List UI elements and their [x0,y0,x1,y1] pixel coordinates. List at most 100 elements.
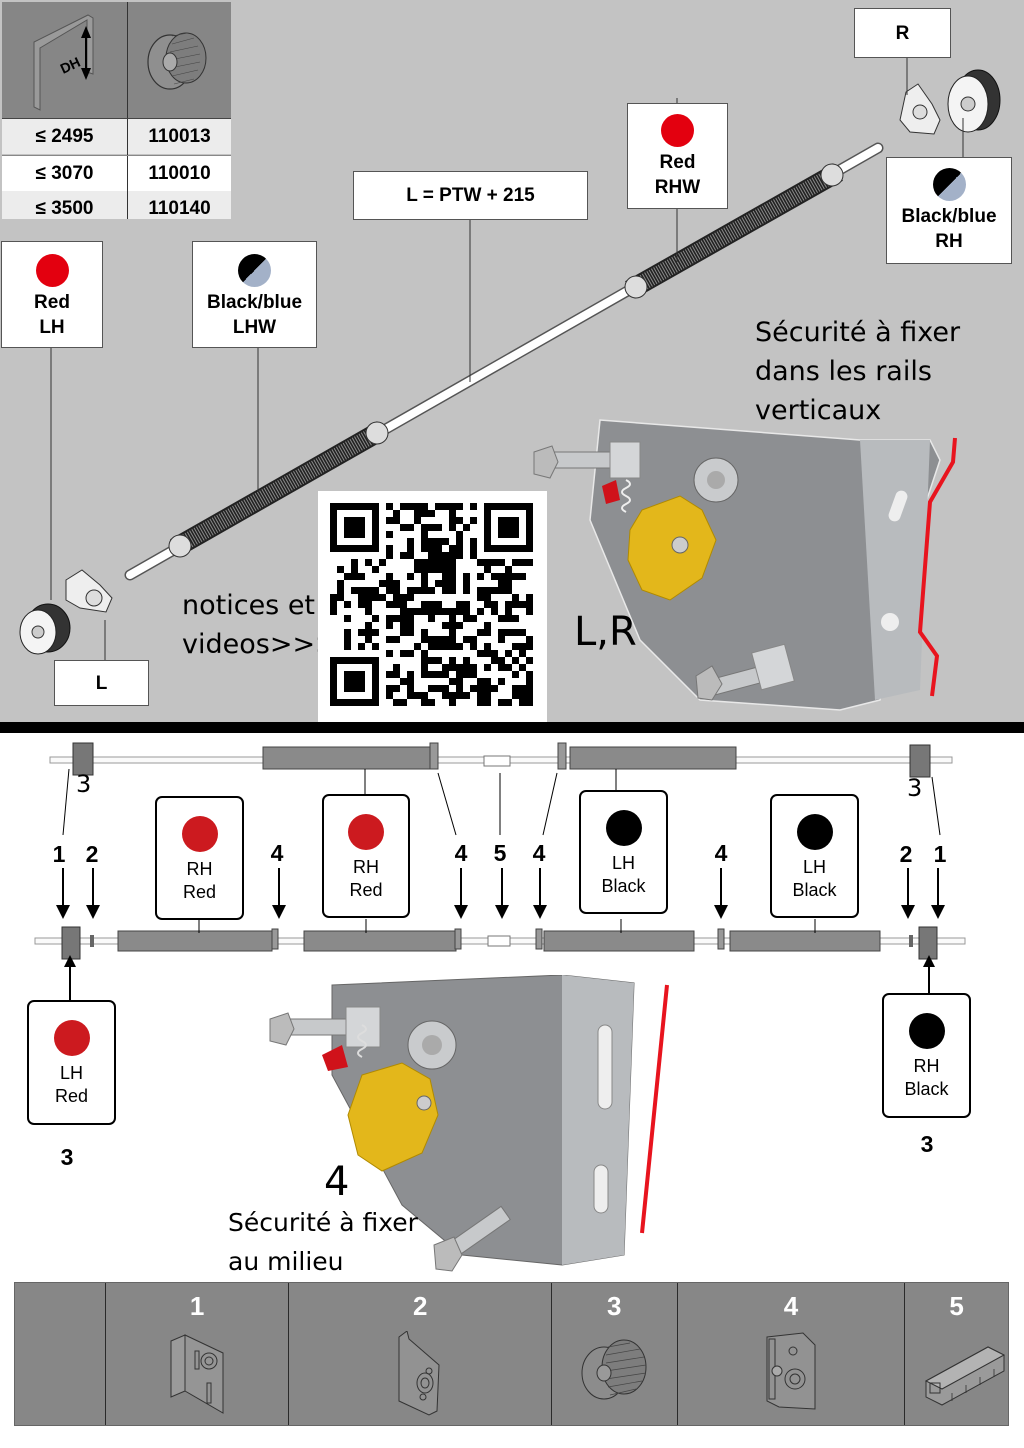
qr-module [351,545,358,552]
qr-module [365,587,372,594]
qr-module [519,685,526,692]
label-color: Red [659,152,696,173]
qr-module [526,699,533,706]
label-side: RHW [654,177,701,198]
qr-module [505,566,512,573]
qr-module [456,517,463,524]
qr-module [449,622,456,629]
callout-number: 4 [454,840,468,866]
qr-module [526,538,533,545]
label-red-rhw: Red RHW [627,103,728,209]
qr-module [351,566,358,573]
qr-module [428,601,435,608]
exploded-view-panel: DH ≤ 2495 110013 ≤ 3070 110010 [0,0,1024,722]
qr-module [407,678,414,685]
qr-module [456,692,463,699]
qr-module [435,671,442,678]
qr-module [470,636,477,643]
qr-module [498,531,505,538]
qr-module [512,517,519,524]
qr-module [477,559,484,566]
qr-module [484,503,491,510]
note-line: verticaux [755,395,882,426]
qr-module [393,699,400,706]
qr-module [407,692,414,699]
callout-number: 4 [270,840,284,866]
qr-module [512,601,519,608]
qr-module [449,552,456,559]
box-color: Red [54,1086,89,1106]
qr-module [365,608,372,615]
qr-module [512,503,519,510]
qr-module [435,559,442,566]
qr-module [484,699,491,706]
qr-module [477,699,484,706]
qr-module [358,629,365,636]
qr-module [491,608,498,615]
qr-module [337,594,344,601]
qr-module [428,636,435,643]
qr-module [407,552,414,559]
qr-module [505,664,512,671]
qr-module [337,545,344,552]
qr-module [463,601,470,608]
qr-module [463,524,470,531]
qr-module [498,699,505,706]
qr-module [421,699,428,706]
qr-module [435,685,442,692]
qr-module [449,503,456,510]
qr-module [365,636,372,643]
qr-module [498,573,505,580]
qr-module [372,657,379,664]
bolt [695,643,795,701]
qr-module [519,643,526,650]
qr-module [421,636,428,643]
qr-module [414,510,421,517]
center-bearing-plate-icon [398,1331,440,1416]
qr-module [519,573,526,580]
left-torsion-spring [168,421,389,558]
qr-module [449,573,456,580]
box-side: LH [59,1063,83,1083]
qr-module [372,692,379,699]
safety-note-middle: Sécurité à fixer au milieu [228,1203,418,1281]
qr-module [400,615,407,622]
label-blackblue-rh: Black/blue RH [886,157,1012,264]
qr-module [470,685,477,692]
end-bearing-bracket-icon [170,1334,224,1414]
red-marker-icon [661,114,694,147]
callout-arrows [56,868,945,919]
qr-module [519,650,526,657]
qr-module [442,503,449,510]
qr-module [456,538,463,545]
qr-module [400,650,407,657]
qr-module [421,538,428,545]
qr-module [393,636,400,643]
qr-module [463,664,470,671]
qr-module [365,657,372,664]
qr-module [456,552,463,559]
qr-module [330,657,337,664]
qr-module [393,510,400,517]
upper-shaft-row [49,742,953,778]
qr-module [498,629,505,636]
lower-spring-4 [729,930,881,952]
qr-module [428,510,435,517]
qr-module [449,587,456,594]
qr-module [526,657,533,664]
qr-module [344,629,351,636]
note-line: dans les rails [755,356,932,387]
qr-module [386,545,393,552]
qr-module [344,699,351,706]
drum-header-cell [128,2,231,118]
dh-row: ≤ 2495 110013 [2,118,231,155]
qr-module [505,580,512,587]
bolt [533,441,641,479]
label-color: Red [34,292,70,313]
qr-module [421,510,428,517]
section-divider [0,722,1024,733]
qr-code[interactable] [318,491,547,722]
qr-module [372,678,379,685]
qr-module [512,671,519,678]
right-cable-drum [947,69,1001,133]
